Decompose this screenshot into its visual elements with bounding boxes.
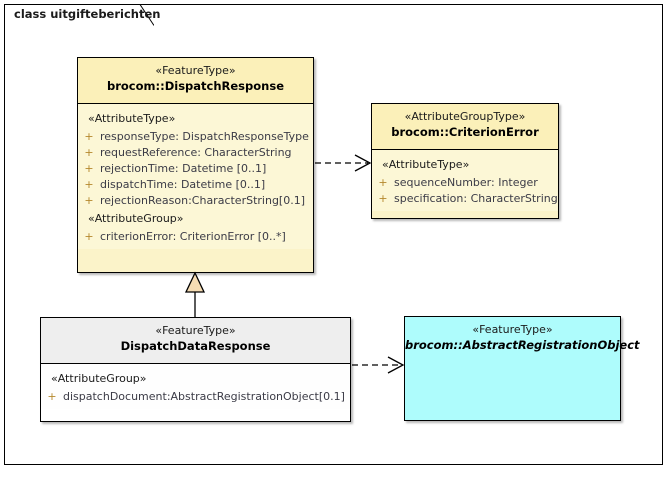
attribute-label: requestReference: CharacterString <box>100 146 292 159</box>
class-box-dispatch-data-response[interactable]: «FeatureType» DispatchDataResponse «Attr… <box>40 317 351 422</box>
class-attributes-criterion-error: «AttributeType» + sequenceNumber: Intege… <box>372 150 558 211</box>
class-attributes-dispatch-data-response: «AttributeGroup» + dispatchDocument:Abst… <box>41 364 350 409</box>
class-header-dispatch-data-response: «FeatureType» DispatchDataResponse <box>41 318 350 364</box>
visibility-marker: + <box>84 130 94 143</box>
attribute-label: responseType: DispatchResponseType <box>100 130 309 143</box>
attribute-row[interactable]: + rejectionTime: Datetime [0..1] <box>78 161 313 177</box>
visibility-marker: + <box>47 390 57 403</box>
attribute-label: specification: CharacterString <box>394 192 558 205</box>
class-name: DispatchDataResponse <box>120 339 271 353</box>
attribute-label: dispatchDocument:AbstractRegistrationObj… <box>63 390 345 403</box>
class-name: brocom::AbstractRegistrationObject <box>405 338 640 352</box>
attribute-group-label: «AttributeGroup» <box>88 212 184 225</box>
attribute-row[interactable]: + rejectionReason:CharacterString[0.1] <box>78 193 313 209</box>
class-header-abstract-registration-object: «FeatureType» brocom::AbstractRegistrati… <box>405 317 640 363</box>
class-header-criterion-error: «AttributeGroupType» brocom::CriterionEr… <box>372 104 558 150</box>
class-header-dispatch-response: «FeatureType» brocom::DispatchResponse <box>78 58 313 104</box>
attribute-label: rejectionTime: Datetime [0..1] <box>100 162 267 175</box>
class-box-abstract-registration-object[interactable]: «FeatureType» brocom::AbstractRegistrati… <box>404 316 640 421</box>
class-stereotype: «AttributeGroupType» <box>404 110 526 123</box>
attribute-row[interactable]: + requestReference: CharacterString <box>78 145 313 161</box>
class-name: brocom::CriterionError <box>391 125 539 139</box>
attribute-label: rejectionReason:CharacterString[0.1] <box>100 194 305 207</box>
visibility-marker: + <box>84 162 94 175</box>
visibility-marker: + <box>378 176 388 189</box>
attribute-row[interactable]: + dispatchTime: Datetime [0..1] <box>78 177 313 193</box>
class-box-dispatch-response[interactable]: «FeatureType» brocom::DispatchResponse «… <box>77 57 314 273</box>
class-stereotype: «FeatureType» <box>472 323 553 336</box>
class-stereotype: «FeatureType» <box>155 64 236 77</box>
attribute-row[interactable]: + specification: CharacterString <box>372 191 558 207</box>
attribute-group-label: «AttributeGroup» <box>51 372 147 385</box>
attribute-group-label: «AttributeType» <box>382 158 470 171</box>
attribute-label: sequenceNumber: Integer <box>394 176 538 189</box>
attribute-group-label: «AttributeType» <box>88 112 176 125</box>
class-stereotype: «FeatureType» <box>155 324 236 337</box>
visibility-marker: + <box>84 178 94 191</box>
attribute-row[interactable]: + dispatchDocument:AbstractRegistrationO… <box>41 389 350 405</box>
diagram-title-label: class uitgifteberichten <box>14 7 161 21</box>
visibility-marker: + <box>84 230 94 243</box>
class-attributes-dispatch-response: «AttributeType» + responseType: Dispatch… <box>78 104 313 249</box>
attribute-row[interactable]: + sequenceNumber: Integer <box>372 175 558 191</box>
visibility-marker: + <box>84 194 94 207</box>
visibility-marker: + <box>378 192 388 205</box>
class-name: brocom::DispatchResponse <box>107 79 284 93</box>
attribute-row[interactable]: + criterionError: CriterionError [0..*] <box>78 229 313 245</box>
visibility-marker: + <box>84 146 94 159</box>
attribute-row[interactable]: + responseType: DispatchResponseType <box>78 129 313 145</box>
class-box-criterion-error[interactable]: «AttributeGroupType» brocom::CriterionEr… <box>371 103 559 219</box>
attribute-label: dispatchTime: Datetime [0..1] <box>100 178 266 191</box>
attribute-label: criterionError: CriterionError [0..*] <box>100 230 286 243</box>
